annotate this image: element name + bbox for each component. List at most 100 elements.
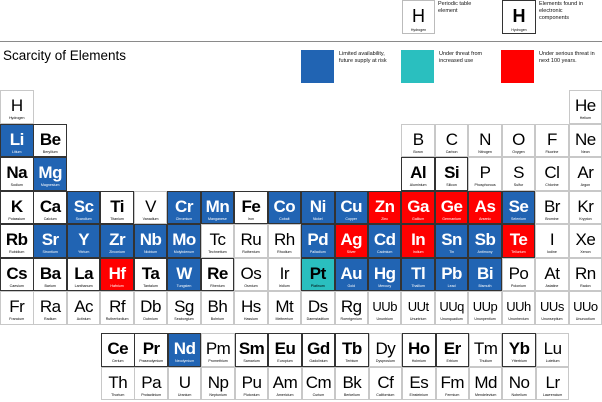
legend-swatch-teal: [401, 50, 434, 83]
element-name: Niobium: [143, 250, 158, 254]
element-name: Chlorine: [545, 183, 559, 187]
element-name: Einsteinium: [409, 392, 429, 397]
element-name: Fermium: [445, 392, 460, 397]
element-name: Silicon: [446, 183, 457, 187]
element-name: Platinum: [310, 283, 325, 288]
element-name: Thulium: [479, 359, 493, 363]
legend-label-teal: Under threat from increased use: [439, 51, 483, 64]
element-name: Cadmium: [376, 250, 393, 254]
element-name: Protactinium: [141, 392, 162, 397]
element-symbol: K: [10, 196, 23, 216]
element-symbol: UUs: [540, 299, 564, 314]
element-name: Vanadium: [142, 216, 159, 221]
element-symbol: Ds: [307, 297, 328, 316]
element-name: Roentgenium: [340, 317, 362, 321]
element-symbol: Po: [508, 263, 529, 283]
element-name: Sulfur: [513, 183, 524, 187]
element-symbol: W: [176, 263, 192, 283]
element-name: Oxygen: [512, 149, 525, 154]
element-name: Zirconium: [109, 250, 125, 254]
element-symbol: Ne: [575, 129, 596, 149]
element-symbol: B: [412, 129, 424, 149]
element-symbol: At: [544, 263, 560, 283]
element-name: Scandium: [75, 216, 92, 221]
element-name: Calcium: [43, 216, 57, 221]
element-name: Neptunium: [209, 392, 227, 397]
element-name: Bromine: [545, 216, 559, 221]
element-name: Darmstadtium: [306, 317, 329, 321]
element-name: Promethium: [208, 359, 228, 363]
element-name: Lawrencium: [542, 392, 563, 397]
element-symbol: S: [513, 163, 524, 182]
element-name: Neodymium: [175, 359, 195, 363]
element-name: Nitrogen: [478, 149, 492, 154]
element-name: Carbon: [445, 149, 458, 154]
element-symbol: Ce: [107, 339, 129, 358]
element-symbol: UUh: [506, 299, 531, 314]
element-name: Technetium: [208, 250, 227, 254]
element-name: Mercury: [378, 283, 392, 288]
element-symbol: I: [549, 230, 555, 249]
element-symbol: Mo: [172, 230, 196, 249]
legend-sample-name-bold: Hydrogen: [511, 28, 527, 32]
element-symbol: Pt: [309, 263, 326, 283]
element-name: Americium: [276, 392, 294, 397]
legend-sample-symbol: H: [412, 6, 425, 26]
element-symbol: Tl: [411, 263, 426, 283]
element-name: Europium: [277, 359, 293, 363]
element-name: Meitnerium: [275, 317, 294, 321]
element-symbol: Na: [6, 163, 28, 182]
element-symbol: H: [10, 96, 23, 115]
element-symbol: Bi: [477, 263, 494, 283]
element-symbol: Os: [240, 263, 262, 283]
element-symbol: Se: [508, 196, 529, 216]
element-name: Terbium: [345, 359, 359, 363]
element-symbol: Pa: [141, 372, 162, 392]
element-symbol: Tc: [209, 230, 226, 249]
element-name: Nickel: [312, 216, 323, 221]
element-name: Radon: [580, 283, 591, 288]
element-name: Lead: [447, 283, 456, 288]
element-name: Ununtrium: [409, 317, 427, 321]
element-symbol: Kr: [577, 196, 594, 216]
element-symbol: Fr: [9, 297, 25, 316]
element-name: Argon: [580, 183, 591, 187]
element-symbol: Pd: [307, 230, 329, 249]
element-symbol: Dy: [375, 339, 396, 358]
element-symbol: Hs: [241, 297, 261, 316]
element-symbol: No: [508, 372, 530, 392]
legend-label-blue: Limited availability, future supply at r…: [339, 51, 387, 64]
